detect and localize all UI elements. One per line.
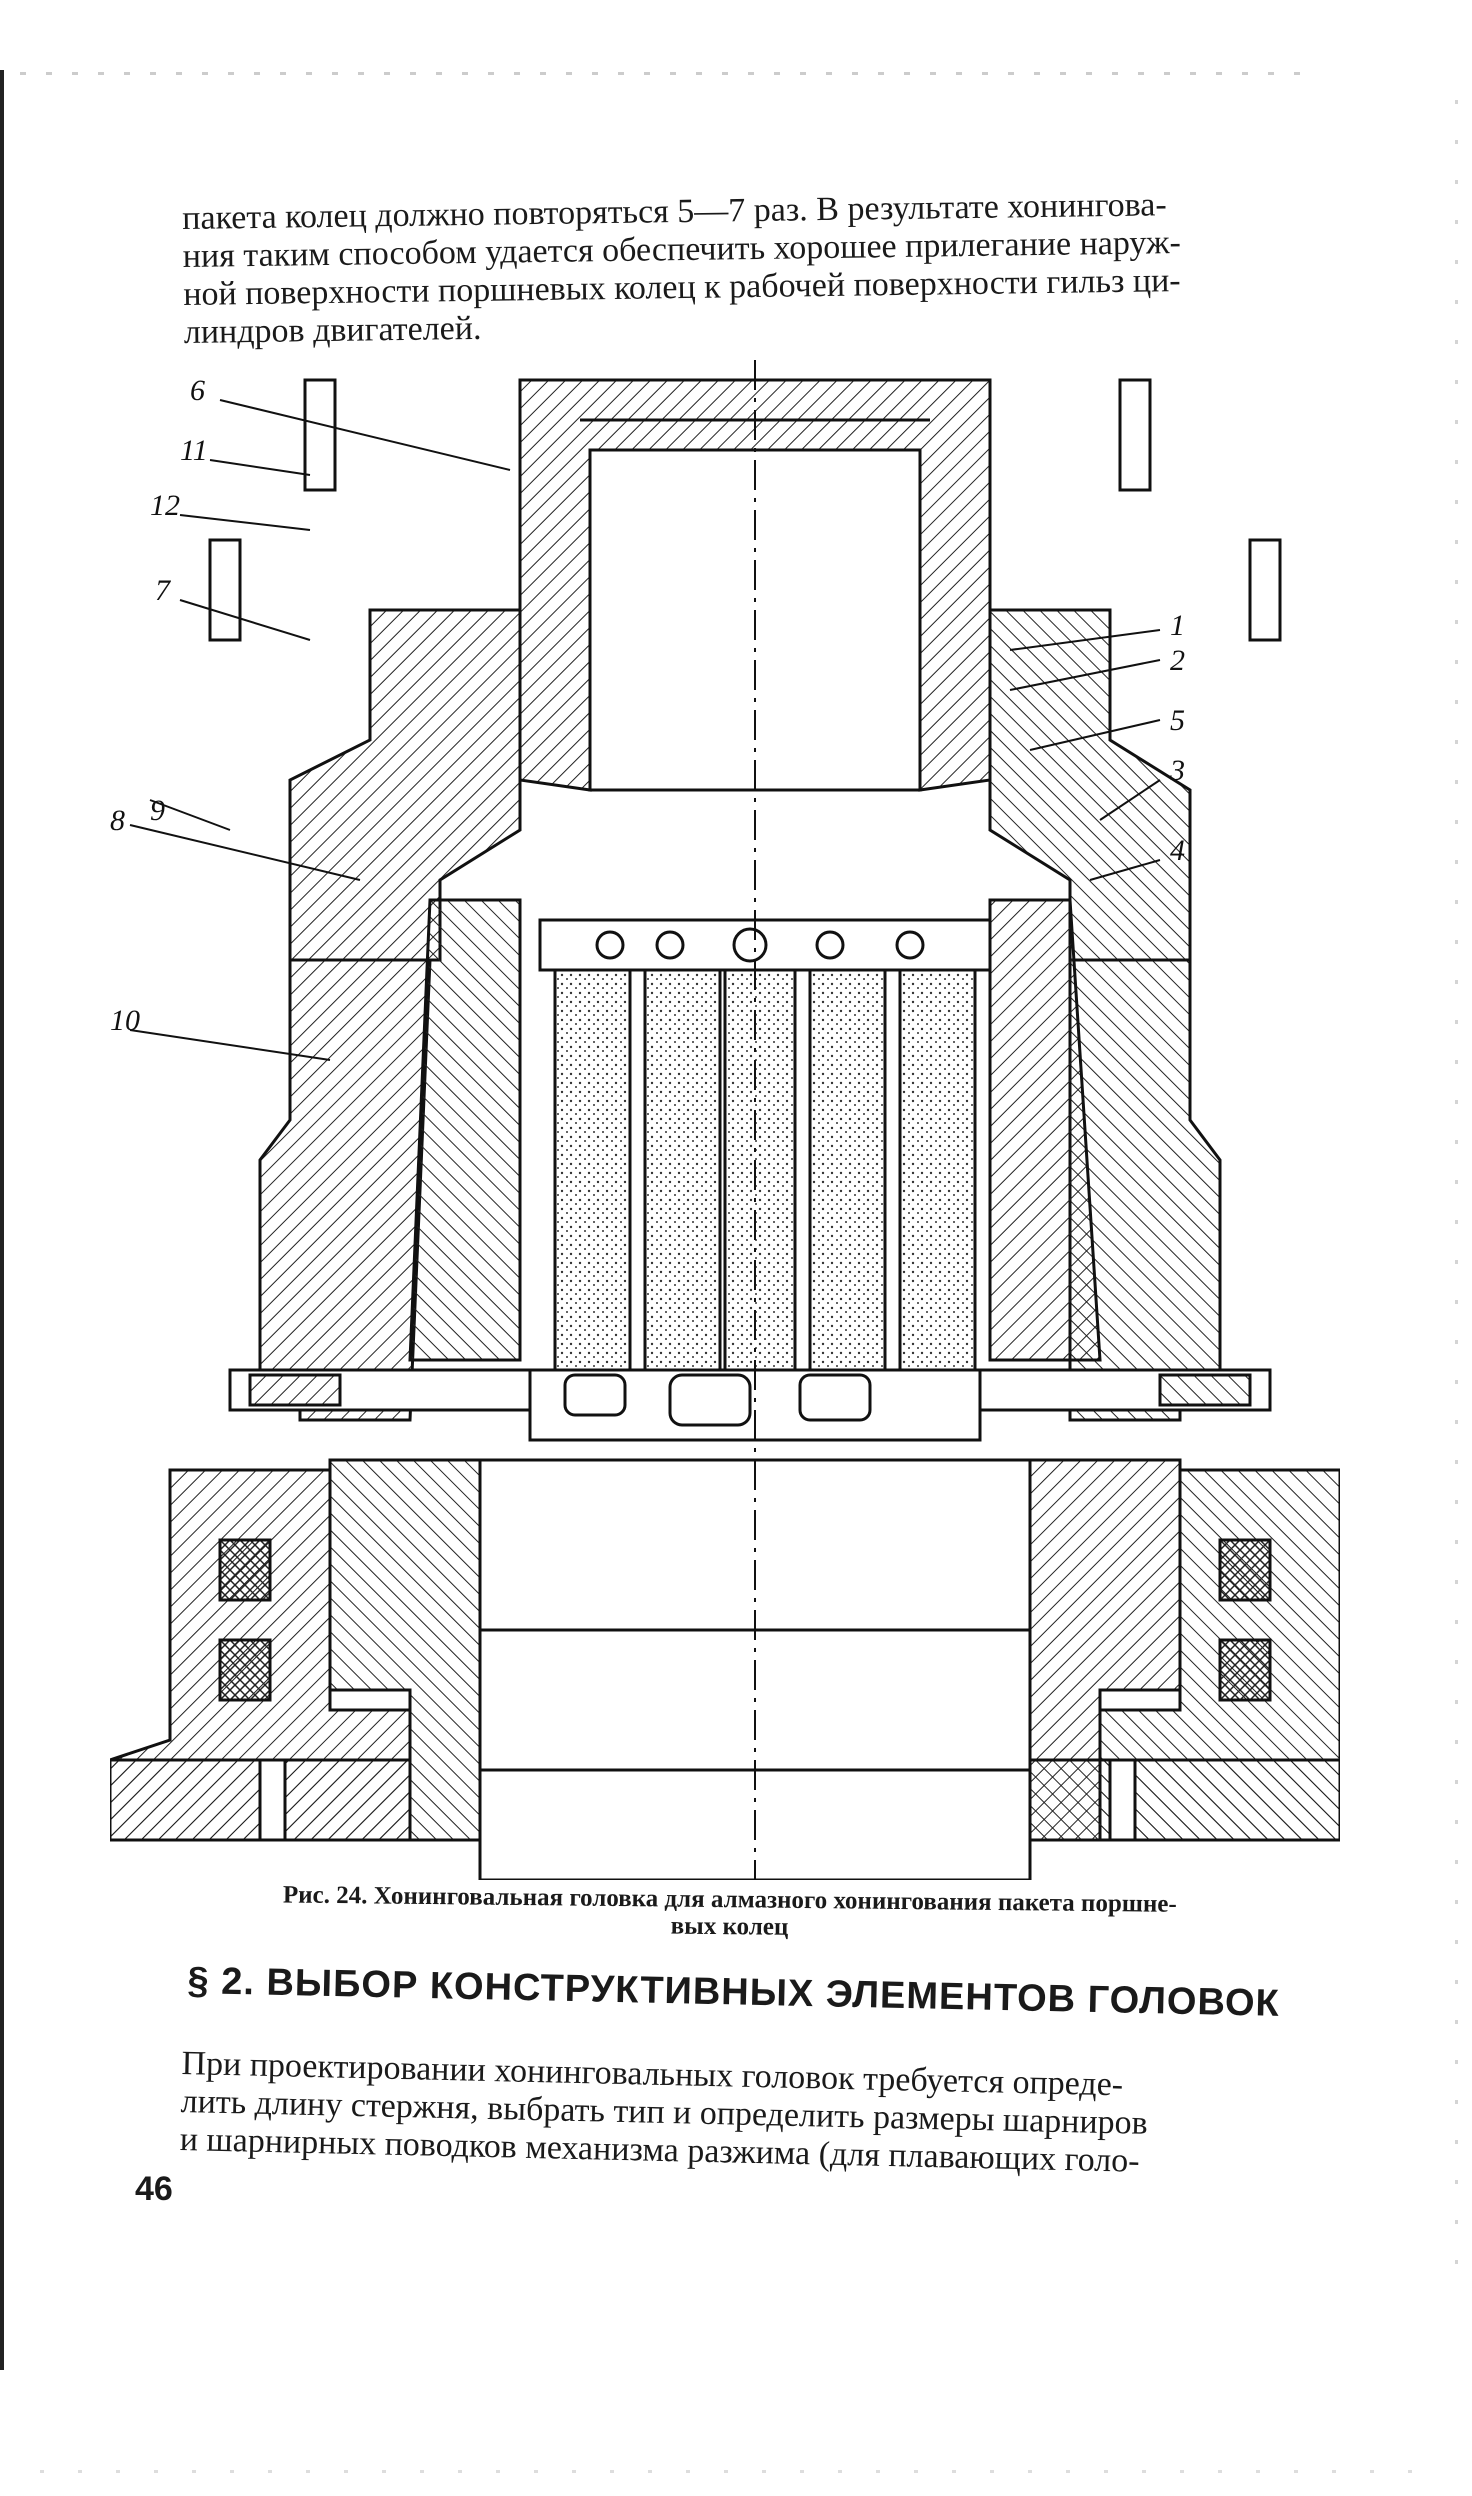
scan-noise-right <box>1455 100 1458 2300</box>
callout-1: 1 <box>1170 609 1185 642</box>
callout-3: 3 <box>1169 754 1185 787</box>
callout-11: 11 <box>180 434 208 467</box>
callout-8: 8 <box>110 804 125 837</box>
callout-labels: 6 11 12 7 1 2 5 3 4 9 8 10 <box>110 374 1185 1037</box>
scan-noise-bottom <box>40 2470 1420 2473</box>
section-heading: § 2. ВЫБОР КОНСТРУКТИВНЫХ ЭЛЕМЕНТОВ ГОЛО… <box>187 1960 1281 2025</box>
callout-5: 5 <box>1170 704 1185 737</box>
bottom-paragraph: При проектировании хонинговальных голово… <box>179 2045 1341 2185</box>
callout-12: 12 <box>150 489 180 522</box>
callout-10: 10 <box>110 1004 140 1037</box>
callout-4: 4 <box>1170 834 1185 867</box>
top-paragraph: пакета колец должно повторяться 5—7 раз.… <box>182 184 1344 352</box>
page-number: 46 <box>135 2170 173 2208</box>
drawing-body <box>110 360 1340 1880</box>
callout-9: 9 <box>150 794 165 827</box>
figure-caption: Рис. 24. Хонинговальная головка для алма… <box>139 1880 1320 1946</box>
scan-noise-top <box>20 72 1320 75</box>
callout-6: 6 <box>190 374 205 407</box>
callout-7: 7 <box>155 574 172 607</box>
honing-head-drawing <box>110 360 1340 1880</box>
scan-edge-line <box>0 70 4 2370</box>
leader-lines <box>129 399 1161 1061</box>
callout-2: 2 <box>1170 644 1185 677</box>
